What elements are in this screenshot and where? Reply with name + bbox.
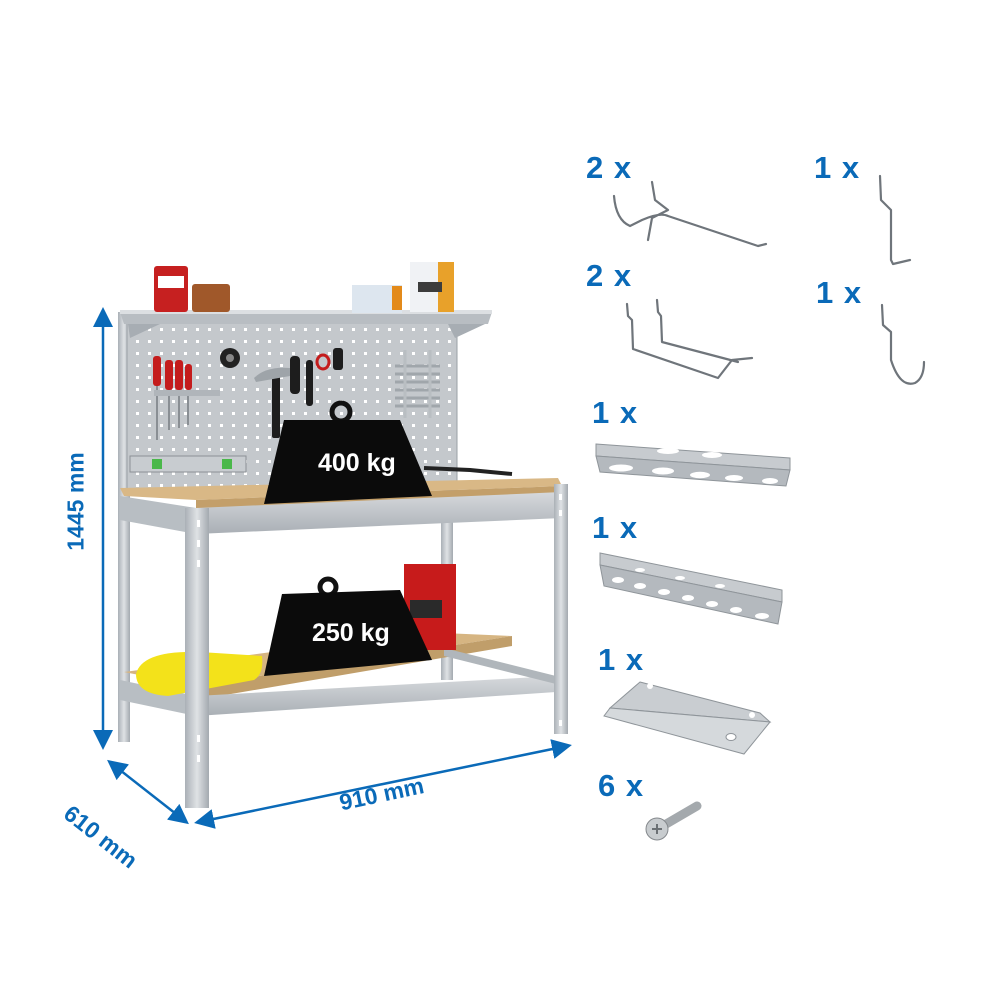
weight-250kg-icon <box>264 576 432 676</box>
weight-400kg-icon <box>264 400 432 504</box>
front-right-upright <box>554 484 568 734</box>
qty-single-l-hook: 1 x <box>814 150 861 185</box>
upright-slots <box>197 494 562 762</box>
front-left-upright <box>185 508 209 808</box>
screwdriver-rail-small-icon <box>599 552 783 625</box>
long-double-hook-icon <box>612 180 768 248</box>
j-hook-icon <box>880 303 926 385</box>
double-prong-hook-icon <box>625 298 754 380</box>
qty-rail-small: 1 x <box>592 510 639 545</box>
width-dimension-arrow <box>194 739 572 829</box>
qty-long-double-hook: 2 x <box>586 150 633 185</box>
qty-screws: 6 x <box>598 768 645 803</box>
top-shelf <box>120 310 492 338</box>
screwdriver-rail-large-icon <box>595 443 791 487</box>
flat-bracket-icon <box>603 681 772 755</box>
top-shelf-load-label: 400 kg <box>318 449 396 477</box>
bottom-shelf-load-label: 250 kg <box>312 619 390 647</box>
single-l-hook-icon <box>878 174 912 266</box>
screw-icon <box>645 801 702 841</box>
qty-rail-large: 1 x <box>592 395 639 430</box>
qty-flat-bracket: 1 x <box>598 642 645 677</box>
shelf-items <box>154 262 454 313</box>
depth-dimension-arrow <box>107 759 189 825</box>
height-dimension-label: 1445 mm <box>62 452 89 551</box>
qty-j-hook: 1 x <box>816 275 863 310</box>
pegboard-tools <box>129 348 513 476</box>
qty-double-prong-hook: 2 x <box>586 258 633 293</box>
